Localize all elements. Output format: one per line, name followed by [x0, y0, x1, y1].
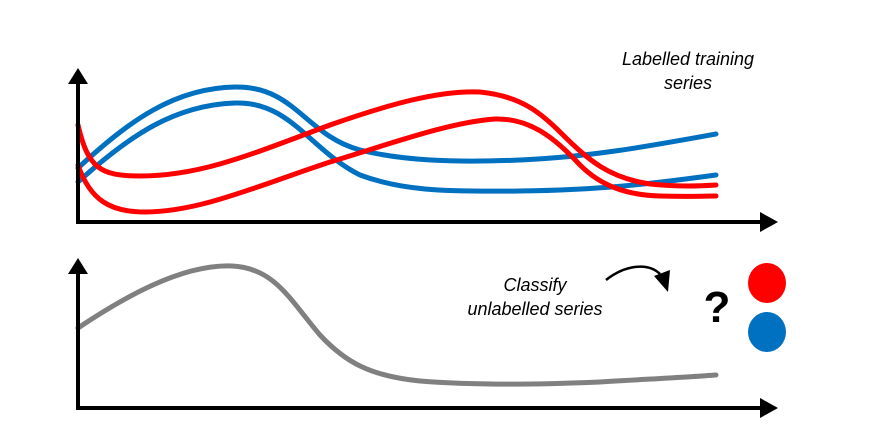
unlabelled-panel	[68, 258, 778, 418]
training-caption-line-2: series	[663, 73, 712, 93]
training-series-blue-lower	[75, 100, 719, 194]
red-class-dot	[748, 263, 786, 303]
curved-arrow-icon	[605, 265, 670, 292]
training-caption-line-1: Labelled training	[621, 49, 755, 69]
classify-caption: Classify unlabelled series	[440, 273, 630, 321]
arrow-head-icon	[68, 68, 88, 84]
training-series-red-upper	[75, 89, 719, 189]
arrow-head-icon	[760, 212, 778, 232]
training-series-red-lower	[75, 116, 719, 215]
training-series-caption: Labelled training series	[598, 47, 778, 95]
blue-class-dot	[748, 312, 786, 352]
classify-caption-line-2: unlabelled series	[467, 299, 603, 319]
training-series-blue-upper	[75, 84, 719, 171]
unlabelled-series-gray	[75, 263, 719, 387]
training-panel	[68, 68, 778, 232]
arrow-head-icon	[68, 258, 88, 274]
arrow-head-icon	[760, 398, 778, 418]
question-mark: ?	[703, 283, 731, 332]
classify-caption-line-1: Classify	[503, 275, 567, 295]
